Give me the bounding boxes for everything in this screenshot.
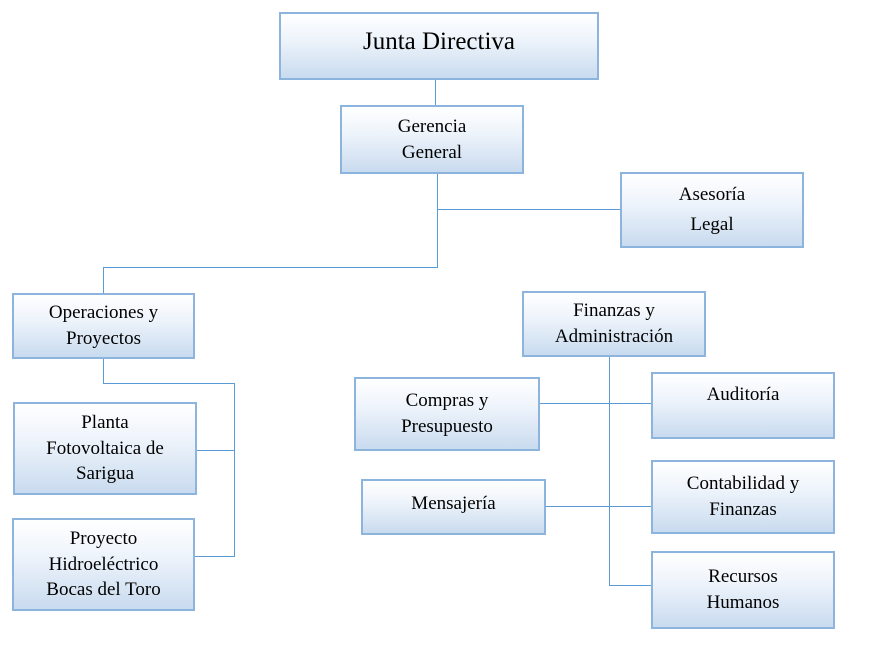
auditoria-box: Auditoría [651, 372, 835, 439]
connector-operaciones-down [103, 359, 104, 383]
asesoria-legal-box: Asesoría Legal [620, 172, 804, 248]
connector-proyecto [194, 556, 235, 557]
operaciones-proyectos-box: Operaciones y Proyectos [12, 293, 195, 359]
connector-compras-auditoria [539, 403, 652, 404]
finanzas-administracion-box: Finanzas y Administración [522, 291, 706, 357]
compras-presupuesto-box: Compras y Presupuesto [354, 377, 540, 451]
mensajeria-box: Mensajería [361, 479, 546, 535]
connector-operaciones-horizontal-2 [103, 383, 235, 384]
recursos-humanos-box: Recursos Humanos [651, 551, 835, 629]
connector-finanzas-trunk [609, 357, 610, 586]
connector-operaciones-vertical [103, 267, 104, 293]
connector-planta [196, 450, 235, 451]
connector-recursos [609, 585, 652, 586]
proyecto-hidroelectrico-box: Proyecto Hidroeléctrico Bocas del Toro [12, 518, 195, 611]
connector-junta-gerencia [435, 80, 436, 105]
connector-operaciones-horizontal [103, 267, 438, 268]
connector-mensajeria-contabilidad [545, 506, 652, 507]
planta-fotovoltaica-box: Planta Fotovoltaica de Sarigua [13, 402, 197, 495]
connector-asesoria [437, 209, 621, 210]
contabilidad-finanzas-box: Contabilidad y Finanzas [651, 460, 835, 534]
connector-operaciones-trunk [234, 383, 235, 557]
gerencia-general-box: Gerencia General [340, 105, 524, 174]
connector-gerencia-trunk [437, 174, 438, 268]
junta-directiva-box: Junta Directiva [279, 12, 599, 80]
